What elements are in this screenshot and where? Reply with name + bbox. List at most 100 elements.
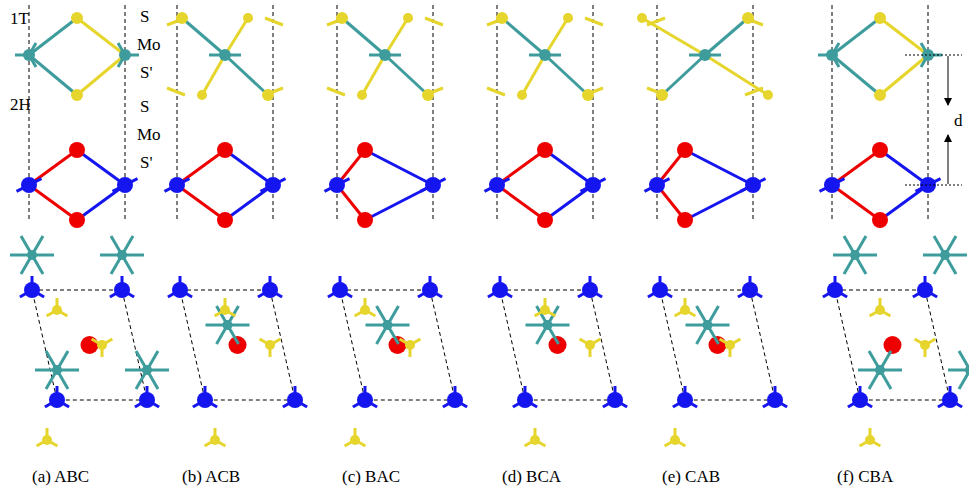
bond bbox=[77, 185, 125, 220]
bond bbox=[177, 185, 225, 220]
mo-atom bbox=[329, 177, 345, 193]
mo-atom bbox=[539, 49, 551, 61]
mo-atom bbox=[357, 392, 373, 408]
s-atom bbox=[537, 142, 553, 158]
mo-atom bbox=[172, 282, 188, 298]
bond bbox=[832, 55, 880, 95]
s-atom bbox=[677, 142, 693, 158]
mo-atom bbox=[139, 392, 155, 408]
bond bbox=[182, 18, 225, 55]
mo-atom bbox=[922, 49, 934, 61]
panel-caption: (c) BAC bbox=[342, 468, 400, 485]
mo-atom bbox=[169, 177, 185, 193]
bond bbox=[265, 18, 283, 25]
mo-atom bbox=[489, 177, 505, 193]
s-atom bbox=[530, 435, 540, 445]
mo-atom bbox=[117, 250, 127, 260]
s-atom bbox=[176, 12, 188, 24]
s-atom bbox=[874, 12, 886, 24]
bond bbox=[522, 55, 545, 95]
phase-label: 2H bbox=[10, 96, 31, 113]
s-atom bbox=[217, 142, 233, 158]
bond bbox=[327, 88, 345, 95]
mo-atom bbox=[745, 177, 761, 193]
mo-atom bbox=[940, 250, 950, 260]
s-atom bbox=[725, 340, 735, 350]
s-atom bbox=[197, 90, 207, 100]
bond bbox=[502, 18, 545, 55]
interlayer-distance bbox=[905, 55, 962, 185]
s-atom bbox=[517, 90, 527, 100]
mo-atom bbox=[517, 392, 533, 408]
mo-atom bbox=[607, 392, 623, 408]
bond bbox=[29, 150, 77, 185]
bond bbox=[77, 55, 125, 95]
bond bbox=[545, 18, 568, 55]
s-atom bbox=[69, 142, 85, 158]
mo-atom bbox=[21, 177, 37, 193]
bond bbox=[832, 185, 880, 220]
s-atom bbox=[875, 305, 885, 315]
mo-atom bbox=[379, 49, 391, 61]
bond bbox=[705, 55, 768, 95]
bond bbox=[385, 55, 428, 95]
s-atom bbox=[220, 305, 230, 315]
bond bbox=[202, 55, 225, 95]
bond bbox=[177, 150, 225, 185]
unit-cell bbox=[500, 290, 615, 400]
s-atom bbox=[540, 305, 550, 315]
s-atom bbox=[670, 435, 680, 445]
bond bbox=[880, 18, 928, 55]
bond bbox=[365, 150, 433, 185]
s-atom bbox=[874, 89, 886, 101]
mo-atom bbox=[965, 365, 969, 375]
s-atom bbox=[496, 12, 508, 24]
mo-atom bbox=[223, 320, 233, 330]
bond bbox=[832, 18, 880, 55]
s-atom bbox=[71, 12, 83, 24]
s-atom bbox=[71, 89, 83, 101]
mo-atom bbox=[117, 177, 133, 193]
mo-atom bbox=[425, 177, 441, 193]
bond bbox=[225, 18, 248, 55]
bond bbox=[342, 18, 385, 55]
s-atom bbox=[350, 435, 360, 445]
mo-atom bbox=[52, 365, 62, 375]
mo-atom bbox=[742, 282, 758, 298]
atom-label: Mo bbox=[137, 36, 161, 53]
mo-atom bbox=[219, 49, 231, 61]
mo-atom bbox=[265, 177, 281, 193]
s-atom bbox=[97, 340, 107, 350]
mo-atom bbox=[585, 177, 601, 193]
unit-cell bbox=[660, 290, 775, 400]
bond bbox=[545, 150, 593, 185]
bond bbox=[29, 18, 77, 55]
bond bbox=[497, 185, 545, 220]
mo-atom bbox=[492, 282, 508, 298]
mo-atom bbox=[852, 392, 868, 408]
bond bbox=[545, 185, 593, 220]
s-atom bbox=[81, 336, 99, 354]
bond bbox=[29, 185, 77, 220]
mo-atom bbox=[197, 392, 213, 408]
s-atom bbox=[360, 305, 370, 315]
atom-label: S' bbox=[140, 64, 153, 81]
s-atom bbox=[357, 212, 373, 228]
mo-atom bbox=[23, 49, 35, 61]
bond bbox=[77, 18, 125, 55]
s-atom bbox=[763, 90, 773, 100]
mo-atom bbox=[49, 392, 65, 408]
dimension-label: d bbox=[954, 112, 963, 129]
mo-atom bbox=[875, 365, 885, 375]
mo-atom bbox=[824, 177, 840, 193]
mo-atom bbox=[114, 282, 130, 298]
mo-atom bbox=[699, 49, 711, 61]
panel-caption: (b) ACB bbox=[182, 468, 240, 485]
s-atom bbox=[357, 90, 367, 100]
unit-cell bbox=[180, 290, 295, 400]
mo-atom bbox=[24, 282, 40, 298]
s-atom bbox=[884, 336, 902, 354]
s-atom bbox=[217, 212, 233, 228]
bond bbox=[365, 185, 433, 220]
mo-atom bbox=[850, 250, 860, 260]
